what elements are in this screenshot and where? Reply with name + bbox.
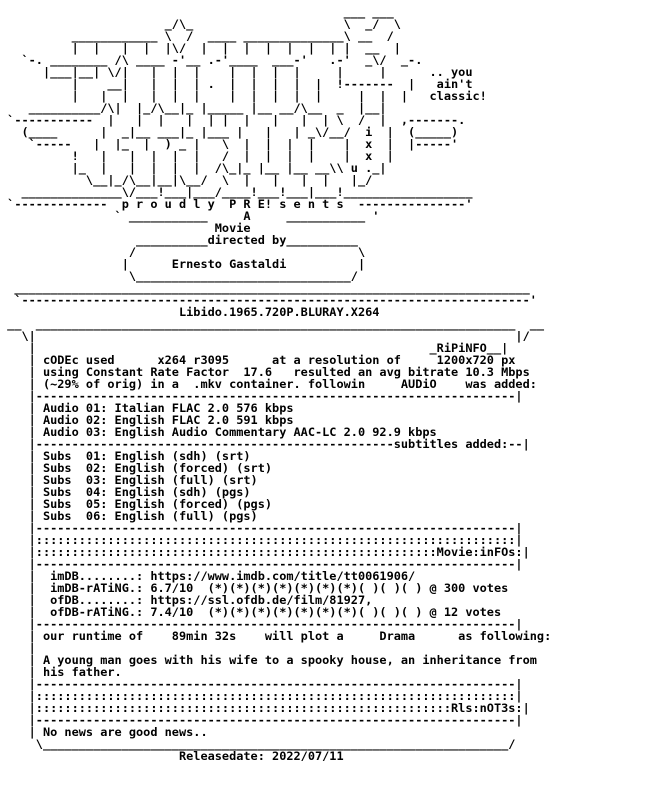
- nfo-line: | our runtime of 89min 32s will plot a D…: [0, 629, 552, 643]
- nfo-line: |:::::::::::::::::::::::::::::::::::::::…: [0, 533, 523, 547]
- nfo-line: | Audio 01: Italian FLAC 2.0 576 kbps: [0, 401, 294, 415]
- nfo-line: | cODEc used x264 r3095 at a resolution …: [0, 353, 516, 367]
- nfo-line: `----- | |_ | ) _ | \ | | | | | x | |---…: [0, 137, 459, 151]
- nfo-line: | his father.: [0, 665, 122, 679]
- nfo-line: | _RiPiNFO__|: [0, 341, 509, 355]
- nfo-text: ___ ___ _/\_ \ _/ \ ____________ \ / ___…: [0, 6, 551, 762]
- nfo-line: | __| | | | . | | | | | !------- | ain't: [0, 77, 473, 91]
- nfo-line: Releasedate: 2022/07/11: [0, 749, 344, 763]
- nfo-line: |---------------------------------------…: [0, 437, 530, 451]
- nfo-line: |:::::::::::::::::::::::::::::::::::::::…: [0, 701, 530, 715]
- nfo-line: | Subs 06: English (full) (pgs): [0, 509, 258, 523]
- nfo-line: | Subs 05: English (forced) (pgs): [0, 497, 273, 511]
- nfo-line: | Ernesto Gastaldi |: [0, 257, 366, 271]
- nfo-line: ! | | | | | / | | | | | x |: [0, 149, 394, 163]
- nfo-line: |:::::::::::::::::::::::::::::::::::::::…: [0, 689, 523, 703]
- nfo-line: | Subs 04: English (sdh) (pgs): [0, 485, 251, 499]
- nfo-line: | (~29% of orig) in a .mkv container. fo…: [0, 377, 537, 391]
- nfo-line: | A young man goes with his wife to a sp…: [0, 653, 537, 667]
- nfo-line: `---------------------------------------…: [0, 293, 537, 307]
- nfo-line: _/\_ \ _/ \: [0, 17, 401, 31]
- nfo-line: | Subs 03: English (full) (srt): [0, 473, 258, 487]
- nfo-line: ` ___________ A ___________ ': [0, 209, 380, 223]
- nfo-line: ___ ___: [0, 5, 394, 19]
- nfo-line: ________________________________________…: [0, 281, 530, 295]
- nfo-line: Movie: [0, 221, 251, 235]
- nfo-line: | No news are good news..: [0, 725, 208, 739]
- nfo-line: |: [0, 641, 36, 655]
- nfo-line: | imDB-rATiNG.: 6.7/10 (*)(*)(*)(*)(*)(*…: [0, 581, 509, 595]
- nfo-line: `------------- p r o u d l y P R E! s e …: [0, 197, 473, 211]
- nfo-line: __________/\| |_/\__|_ |_____ |__ __/\__…: [0, 101, 387, 115]
- nfo-line: \______________________________/: [0, 269, 358, 283]
- nfo-line: \| |/: [0, 329, 530, 343]
- nfo-line: | ofDB-rATiNG.: 7.4/10 (*)(*)(*)(*)(*)(*…: [0, 605, 502, 619]
- nfo-line: |---------------------------------------…: [0, 617, 523, 631]
- nfo-line: |---------------------------------------…: [0, 389, 523, 403]
- nfo-line: | using Constant Rate Factor 17.6 result…: [0, 365, 530, 379]
- nfo-line: | Subs 02: English (forced) (srt): [0, 461, 273, 475]
- nfo-line: |---------------------------------------…: [0, 521, 523, 535]
- nfo-line: ____________ \ / ____ ______________\ __…: [0, 29, 394, 43]
- nfo-line: | Subs 01: English (sdh) (srt): [0, 449, 251, 463]
- nfo-line: __ _____________________________________…: [0, 317, 545, 331]
- nfo-line: `----------- | | | | | | | | | | \ / | ,…: [0, 113, 466, 127]
- nfo-line: | Audio 02: English FLAC 2.0 591 kbps: [0, 413, 294, 427]
- nfo-line: |---------------------------------------…: [0, 713, 523, 727]
- nfo-line: `-. ________ /\ ____ -'__ .-'____ ___-' …: [0, 53, 423, 67]
- nfo-line: Libido.1965.720P.BLURAY.X264: [0, 305, 380, 319]
- nfo-line: | imDB........: https://www.imdb.com/tit…: [0, 569, 416, 583]
- nfo-line: ______________\/___!___|___/____!___!___…: [0, 185, 473, 199]
- nfo-line: \__|_/\__|__|\__/ \ | | | | |_/: [0, 173, 373, 187]
- nfo-line: |_ | | | | | /\_|_ |__ |__ __\\ u ._|: [0, 161, 387, 175]
- nfo-line: | | | | | | | | | | | | | | classic!: [0, 89, 487, 103]
- nfo-line: |---------------------------------------…: [0, 677, 523, 691]
- nfo-line: \_______________________________________…: [0, 737, 516, 751]
- nfo-line: | ofDB........: https://ssl.ofdb.de/film…: [0, 593, 373, 607]
- nfo-line: (____ | _|__ ___|_ |___ | | | _\/__/ i |…: [0, 125, 459, 139]
- nfo-line: | Audio 03: English Audio Commentary AAC…: [0, 425, 437, 439]
- nfo-line: |___|__| \/| | | | | | | | | | .. you: [0, 65, 473, 79]
- nfo-line: |---------------------------------------…: [0, 557, 523, 571]
- nfo-line: __________directed by__________: [0, 233, 358, 247]
- nfo-line: |:::::::::::::::::::::::::::::::::::::::…: [0, 545, 530, 559]
- nfo-line: / \: [0, 245, 366, 259]
- nfo-line: | | | | |\/ | | | | | | | | __ |: [0, 41, 401, 55]
